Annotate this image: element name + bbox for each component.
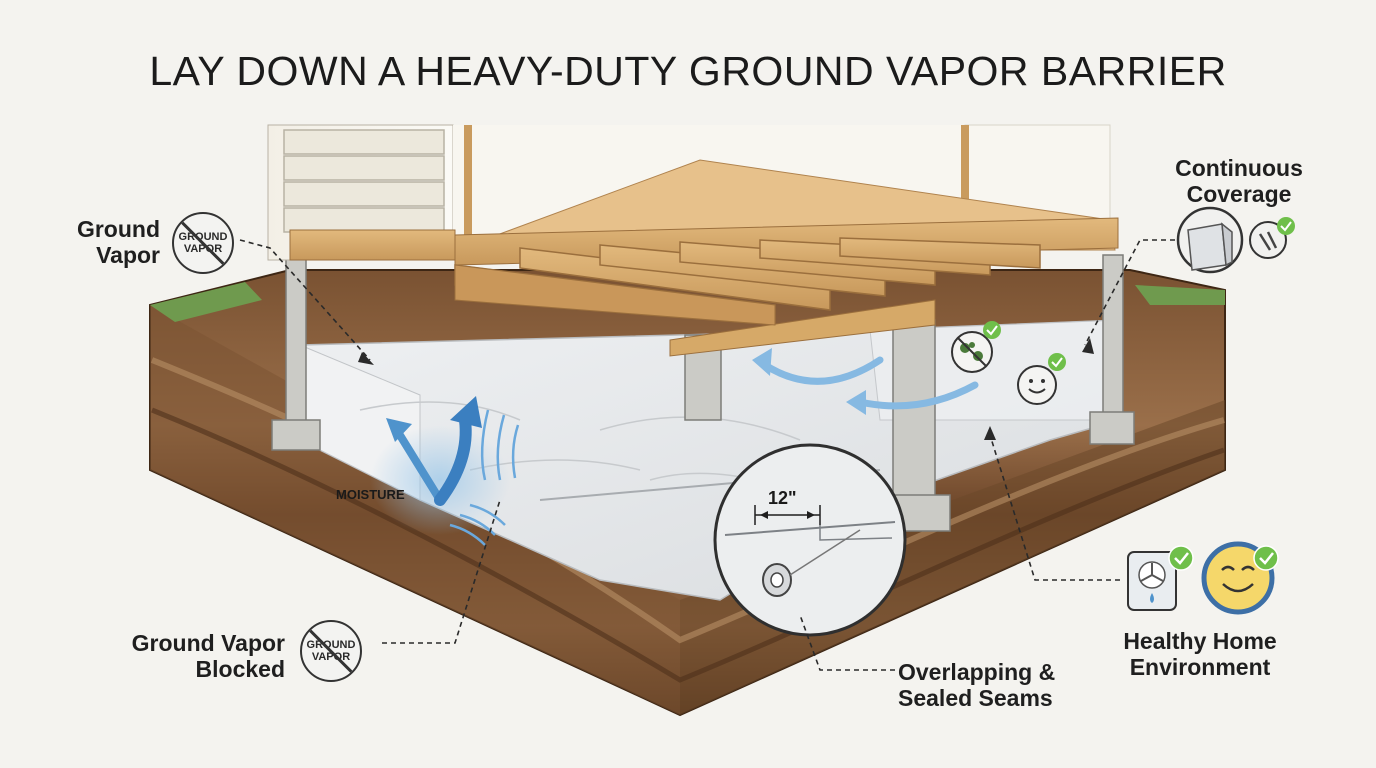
floor-framing	[289, 159, 1119, 357]
airflow-arrows	[761, 356, 979, 410]
label-continuous-coverage: Continuous Coverage	[1175, 155, 1303, 207]
label-seams: Overlapping & Sealed Seams	[898, 659, 1056, 711]
page-title: LAY DOWN A HEAVY-DUTY GROUND VAPOR BARRI…	[149, 48, 1227, 94]
nail-check-icon	[1249, 217, 1295, 259]
overlap-dimension: 12"	[768, 488, 797, 508]
seam-magnifier	[713, 443, 907, 637]
tape-roll-icon	[762, 529, 861, 597]
no-vapor-icon: GROUND VAPOR	[172, 212, 234, 274]
label-healthy-home: Healthy Home Environment	[1123, 628, 1277, 680]
label-ground-vapor: Ground Vapor	[76, 216, 160, 268]
happy-face-icon	[1201, 541, 1279, 615]
mold-check-icon	[951, 321, 1001, 373]
barrier-corner-icon	[1176, 206, 1244, 274]
leader-lines	[239, 239, 1175, 671]
label-moisture: MOISTURE	[336, 487, 405, 502]
label-ground-vapor-blocked: Ground Vapor Blocked	[131, 630, 285, 682]
smile-check-icon	[1017, 353, 1066, 405]
dehumidifier-icon	[1127, 545, 1194, 611]
no-vapor-icon-bottom: GROUND VAPOR	[300, 620, 362, 682]
moisture-arrows	[370, 396, 520, 546]
